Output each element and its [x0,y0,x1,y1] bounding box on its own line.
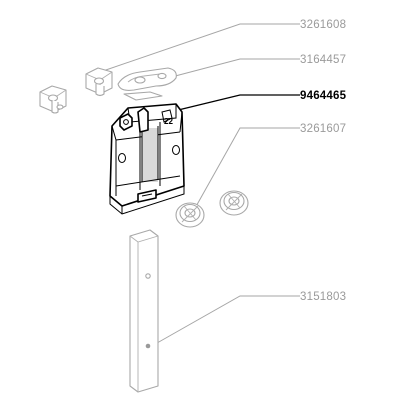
part-9464465-bracket: 22 [109,103,185,215]
leader-line-3261608 [99,23,300,73]
leader-line-3261607 [193,127,300,211]
part-3261608-pin [39,67,113,114]
leader-lines [99,23,300,348]
part-3261607-washers [175,190,249,228]
part-number-label: 3261608 [300,19,346,31]
part-3151803-rail [129,229,159,393]
part-labels: 3261608 3164457 9464465 3261607 3151803 [300,19,347,303]
part-number-label-highlighted: 9464465 [300,90,347,102]
part-number-label: 3261607 [300,123,346,135]
part-number-label: 3164457 [300,54,346,66]
part-3164457-clip [117,67,177,101]
svg-text:22: 22 [164,117,173,126]
part-number-label: 3151803 [300,291,346,303]
leader-line-3164457 [159,58,300,81]
leader-line-9464465 [169,94,300,113]
leader-line-3151803 [149,295,300,348]
